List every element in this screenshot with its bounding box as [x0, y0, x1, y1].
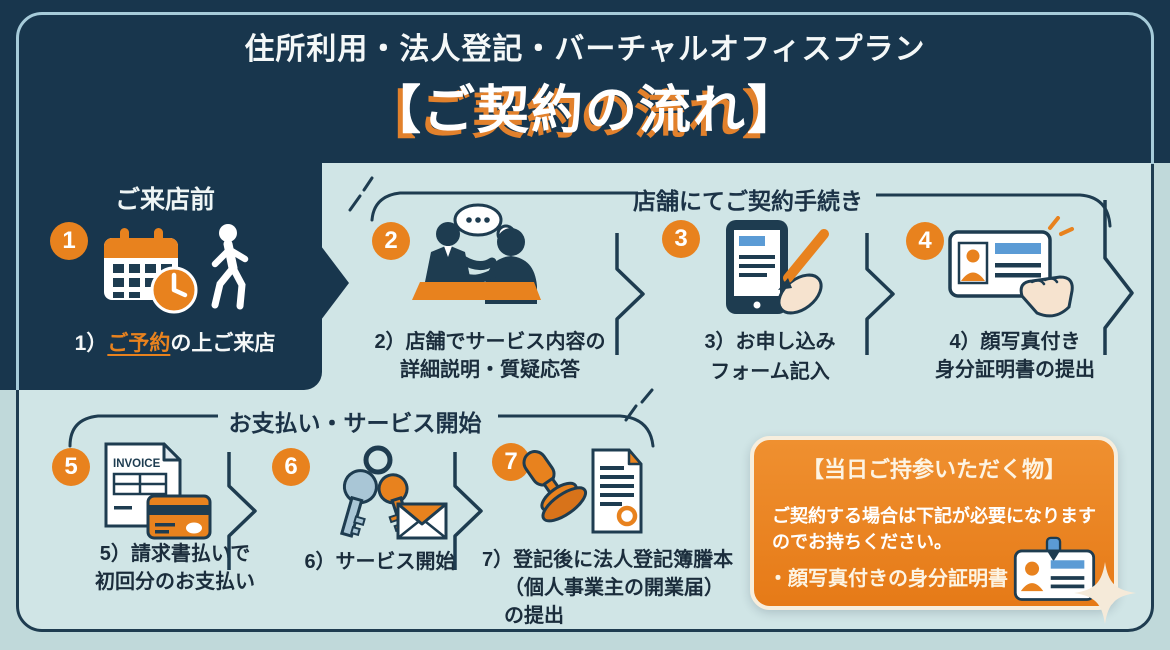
bring-box-body-line1: ご契約する場合は下記が必要になります [772, 506, 1096, 526]
bring-box-heading: 【当日ご持参いただく物】 [801, 457, 1066, 482]
pre-visit-box [0, 0, 322, 390]
step-number-6: 6 [272, 448, 310, 486]
invoice-credit-card-icon: INVOICE [104, 442, 212, 540]
step-number-1: 1 [50, 222, 88, 260]
section-title-payment: お支払い・サービス開始 [228, 410, 482, 436]
section-title-pre-visit: ご来店前 [114, 186, 215, 214]
bracket-payment-right [498, 414, 655, 448]
step-number-4: 4 [906, 222, 944, 260]
tablet-form-icon [726, 220, 829, 315]
step-7-caption-line2: （個人事業主の開業届） [504, 577, 724, 599]
step-number-2: 2 [372, 222, 410, 260]
chevron-separator-icon [615, 233, 645, 355]
step-4-caption-line2: 身分証明書の提出 [935, 359, 1095, 381]
chevron-separator-icon [453, 452, 483, 570]
step-4-caption-line1: 4）顔写真付き [949, 331, 1081, 353]
bring-box-bullet: ・顔写真付きの身分証明書 [768, 568, 1008, 590]
step-2-caption-line1: 2）店舗でサービス内容の [374, 331, 606, 353]
step-2-caption-line2: 詳細説明・質疑応答 [400, 359, 580, 381]
step-7-caption-line1: 7）登記後に法人登記簿謄本 [482, 549, 734, 571]
walking-person-icon [211, 224, 249, 310]
emphasis-marks-icon [624, 388, 654, 422]
step-7-caption-line3: の提出 [504, 605, 564, 627]
section-title-at-store: 店舗にてご契約手続き [633, 188, 863, 214]
page-title: 【ご契約の流れ】 [368, 82, 801, 140]
photo-id-card-icon [948, 216, 1074, 318]
chevron-separator-icon [1103, 200, 1134, 355]
step-number-5: 5 [52, 448, 90, 486]
frame-border-dark [16, 164, 1154, 632]
keys-envelope-icon [339, 445, 448, 540]
step-number-3: 3 [662, 220, 700, 258]
step-5-caption-line1: 5）請求書払いで [99, 543, 251, 565]
step-1-reservation-link: ご予約 [107, 332, 171, 355]
step-6-caption-line1: 6）サービス開始 [304, 551, 456, 573]
flow-arrow [321, 246, 349, 320]
bring-box-body-line2: のでお持ちください。 [772, 532, 952, 552]
calendar-clock-icon [104, 228, 198, 314]
step-1-suffix: の上ご来店 [170, 332, 276, 355]
step-1-prefix: 1） [74, 332, 108, 355]
step-1-caption: 1）ご予約の上ご来店 [30, 330, 320, 358]
plan-subtitle: 住所利用・法人登記・バーチャルオフィスプラン [244, 33, 926, 66]
sparkle-icon [1074, 562, 1136, 624]
counter-consultation-icon [412, 203, 541, 304]
chevron-separator-icon [227, 452, 257, 570]
bring-items-box: 【当日ご持参いただく物】 ご契約する場合は下記が必要になります のでお持ちくださ… [750, 436, 1136, 624]
stamp-certificate-icon [522, 448, 643, 534]
bracket-payment-left [68, 414, 218, 448]
step-3-caption-line2: フォーム記入 [710, 361, 830, 383]
id-badge-icon [1013, 536, 1096, 601]
chevron-separator-icon [865, 233, 895, 355]
step-5-caption-line2: 初回分のお支払い [95, 571, 255, 593]
bracket-at-store-left [348, 176, 638, 222]
step-3-caption-line1: 3）お申し込み [704, 331, 836, 353]
invoice-label-text: INVOICE [113, 458, 161, 470]
bracket-at-store-right [876, 193, 1112, 228]
